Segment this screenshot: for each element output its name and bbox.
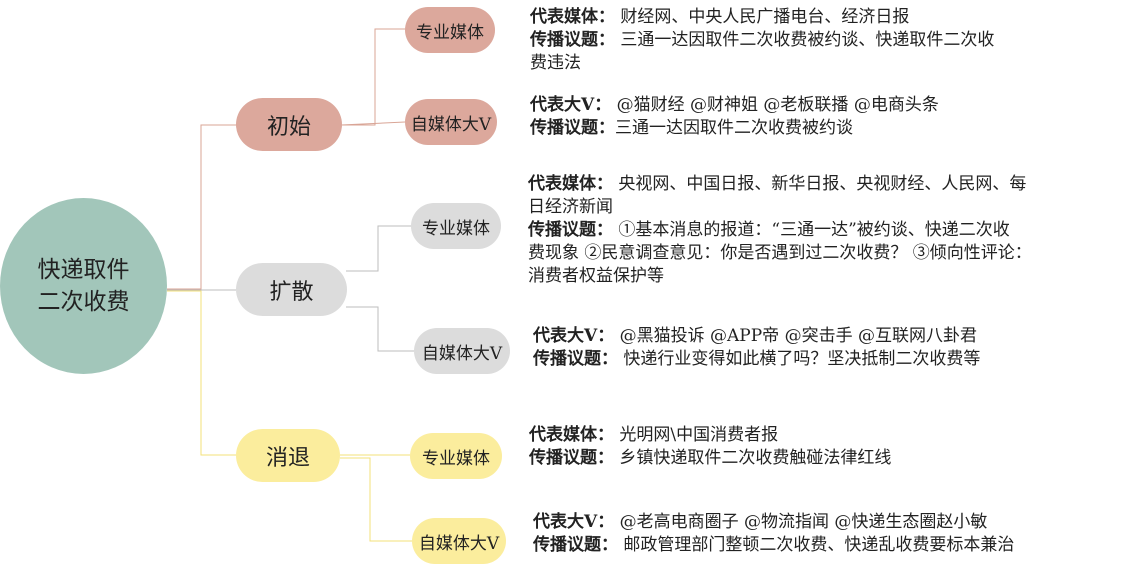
detail-row: 代表媒体： 光明网\中国消费者报: [529, 425, 779, 445]
stage-spread-label: 扩散: [269, 279, 314, 305]
detail-row: 费现象 ②民意调查意见：你是否遇到过二次收费？ ③倾向性评论：: [528, 243, 1032, 263]
root-label-line2: 二次收费: [37, 289, 130, 315]
detail-row: 传播议题：三通一达因取件二次收费被约谈: [530, 118, 853, 138]
detail-row: 消费者权益保护等: [528, 266, 664, 286]
detail-row: 日经济新闻: [528, 197, 613, 217]
initial-pro-media-label: 专业媒体: [416, 22, 484, 43]
initial-pro-media-node: 专业媒体: [405, 7, 495, 53]
detail-row: 代表媒体： 财经网、中央人民广播电台、经济日报: [530, 7, 910, 27]
spread-pro-media-label: 专业媒体: [422, 218, 490, 239]
fade-pro-media-details: 代表媒体： 光明网\中国消费者报 传播议题： 乡镇快递取件二次收费触碰法律红线: [529, 424, 891, 470]
detail-row: 费违法: [530, 53, 581, 73]
detail-row: 代表媒体： 央视网、中国日报、新华日报、央视财经、人民网、每: [528, 174, 1027, 194]
connector-root-fade: [167, 290, 236, 456]
fade-self-media-node: 自媒体大V: [412, 518, 506, 564]
detail-row: 传播议题： 邮政管理部门整顿二次收费、快递乱收费要标本兼治: [533, 535, 1015, 555]
root-node: 快递取件 二次收费: [0, 198, 167, 374]
detail-row: 代表大V： @黑猫投诉 @APP帝 @突击手 @互联网八卦君: [533, 326, 977, 346]
root-label-line1: 快递取件: [37, 257, 130, 283]
spread-self-media-node: 自媒体大V: [414, 328, 510, 374]
fade-pro-media-node: 专业媒体: [410, 433, 502, 479]
initial-pro-media-details: 代表媒体： 财经网、中央人民广播电台、经济日报 传播议题： 三通一达因取件二次收…: [530, 6, 994, 75]
initial-self-media-details: 代表大V： @猫财经 @财神姐 @老板联播 @电商头条 传播议题：三通一达因取件…: [530, 94, 939, 140]
detail-row: 代表大V： @老高电商圈子 @物流指闻 @快递生态圈赵小敏: [533, 512, 988, 532]
detail-row: 传播议题： 乡镇快递取件二次收费触碰法律红线: [529, 448, 892, 468]
fade-self-media-label: 自媒体大V: [418, 533, 500, 554]
spread-pro-media-node: 专业媒体: [411, 203, 501, 249]
spread-self-media-label: 自媒体大V: [421, 343, 503, 364]
connector-initial-self: [340, 121, 406, 126]
stage-fade-label: 消退: [265, 445, 310, 471]
detail-row: 传播议题： 三通一达因取件二次收费被约谈、快递取件二次收: [530, 30, 995, 50]
stage-initial-node: 初始: [236, 98, 342, 151]
connector-fade-self: [340, 457, 412, 542]
stage-fade-node: 消退: [236, 429, 340, 482]
stage-spread-node: 扩散: [236, 263, 347, 316]
detail-row: 传播议题： ①基本消息的报道：“三通一达”被约谈、快递二次收: [528, 220, 1010, 240]
spread-pro-media-details: 代表媒体： 央视网、中国日报、新华日报、央视财经、人民网、每 日经济新闻 传播议…: [528, 173, 1032, 288]
detail-row: 传播议题： 快递行业变得如此横了吗？坚决抵制二次收费等: [533, 349, 981, 369]
stage-initial-label: 初始: [266, 114, 311, 140]
connector-root-initial: [167, 124, 236, 290]
fade-self-media-details: 代表大V： @老高电商圈子 @物流指闻 @快递生态圈赵小敏 传播议题： 邮政管理…: [533, 511, 1014, 557]
spread-self-media-details: 代表大V： @黑猫投诉 @APP帝 @突击手 @互联网八卦君 传播议题： 快递行…: [533, 325, 980, 371]
connector-initial-pro: [341, 28, 405, 126]
initial-self-media-node: 自媒体大V: [405, 99, 497, 145]
connector-spread-pro: [346, 225, 411, 272]
fade-pro-media-label: 专业媒体: [422, 448, 490, 469]
connector-spread-self: [346, 306, 414, 352]
initial-self-media-label: 自媒体大V: [410, 114, 492, 135]
detail-row: 代表大V： @猫财经 @财神姐 @老板联播 @电商头条: [530, 95, 939, 115]
